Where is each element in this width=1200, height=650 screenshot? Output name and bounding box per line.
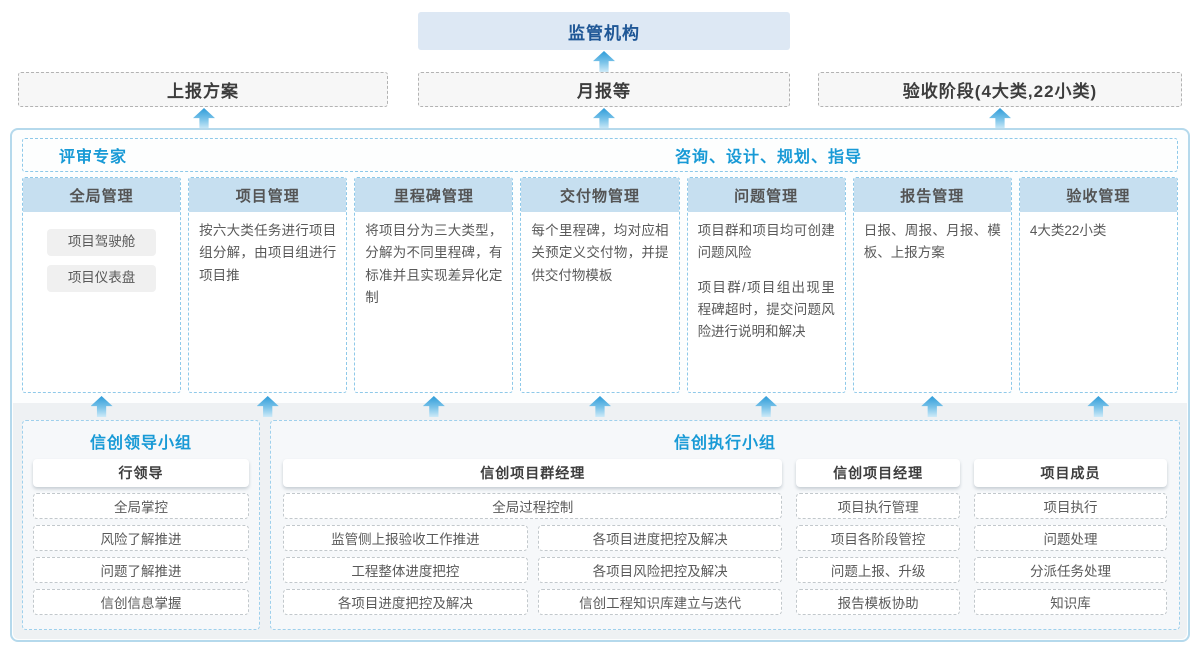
column-deliverable-mgmt: 交付物管理 每个里程碑，均对应相关预定义交付物，并提供交付物模板 bbox=[520, 177, 680, 393]
management-columns: 全局管理 项目驾驶舱 项目仪表盘 项目管理 按六大类任务进行项目组分解，由项目组… bbox=[22, 177, 1178, 393]
column-header: 报告管理 bbox=[853, 178, 1011, 212]
column-header: 里程碑管理 bbox=[355, 178, 513, 212]
up-arrow-icon bbox=[90, 396, 113, 417]
pgm-item: 各项目进度把控及解决 bbox=[537, 525, 783, 551]
up-arrow-icon bbox=[193, 108, 215, 129]
up-arrow-icon bbox=[422, 396, 445, 417]
column-body: 日报、周报、月报、模板、上报方案 bbox=[854, 212, 1011, 283]
column-body: 每个里程碑，均对应相关预定义交付物，并提供交付物模板 bbox=[521, 212, 678, 305]
consulting-label: 咨询、设计、规划、指导 bbox=[675, 149, 863, 166]
leadership-item: 风险了解推进 bbox=[33, 525, 249, 551]
platform-container: 评审专家 咨询、设计、规划、指导 全局管理 项目驾驶舱 项目仪表盘 项目管理 按… bbox=[10, 128, 1190, 642]
column-text: 每个里程碑，均对应相关预定义交付物，并提供交付物模板 bbox=[531, 223, 669, 283]
regulator-box: 监管机构 bbox=[418, 12, 790, 50]
column-issue-mgmt: 问题管理 项目群和项目均可创建问题风险 项目群/项目组出现里程碑超时，提交问题风… bbox=[686, 177, 846, 393]
pgm-item: 工程整体进度把控 bbox=[283, 557, 528, 583]
leadership-item: 全局掌控 bbox=[33, 493, 249, 519]
member-item: 项目执行 bbox=[973, 493, 1167, 519]
execution-group-title: 信创执行小组 bbox=[673, 435, 776, 452]
up-arrow-icon bbox=[588, 396, 611, 417]
column-header: 问题管理 bbox=[687, 178, 845, 212]
up-arrow-icon bbox=[256, 396, 279, 417]
chip-project-cockpit: 项目驾驶舱 bbox=[47, 229, 157, 256]
report-box-acceptance: 验收阶段(4大类,22小类) bbox=[818, 72, 1182, 107]
pm-item: 问题上报、升级 bbox=[796, 557, 960, 583]
report-label: 验收阶段(4大类,22小类) bbox=[902, 82, 1098, 101]
pgm-item: 信创工程知识库建立与迭代 bbox=[537, 589, 783, 615]
member-item: 问题处理 bbox=[973, 525, 1167, 551]
report-box-monthly: 月报等 bbox=[418, 72, 790, 107]
pgm-item: 监管侧上报验收工作推进 bbox=[283, 525, 528, 551]
report-label: 上报方案 bbox=[167, 82, 239, 101]
leadership-group-title: 信创领导小组 bbox=[89, 435, 192, 452]
member-item: 分派任务处理 bbox=[973, 557, 1167, 583]
column-report-mgmt: 报告管理 日报、周报、月报、模板、上报方案 bbox=[852, 177, 1012, 393]
column-milestone-mgmt: 里程碑管理 将项目分为三大类型，分解为不同里程碑，有标准并且实现差异化定制 bbox=[354, 177, 514, 393]
column-header: 交付物管理 bbox=[521, 178, 679, 212]
project-manager-column: 信创项目经理 项目执行管理 项目各阶段管控 问题上报、升级 报告模板协助 bbox=[796, 459, 960, 615]
up-arrow-icon bbox=[989, 108, 1011, 129]
role-bank-leader: 行领导 bbox=[33, 459, 249, 487]
column-text: 将项目分为三大类型，分解为不同里程碑，有标准并且实现差异化定制 bbox=[365, 223, 503, 305]
pgm-item: 各项目风险把控及解决 bbox=[537, 557, 783, 583]
role-project-member: 项目成员 bbox=[973, 459, 1167, 487]
program-manager-column: 信创项目群经理 全局过程控制 监管侧上报验收工作推进 各项目进度把控及解决 工程… bbox=[283, 459, 783, 615]
leadership-item: 信创信息掌握 bbox=[33, 589, 249, 615]
column-header: 全局管理 bbox=[23, 178, 181, 212]
up-arrow-icon bbox=[1087, 396, 1110, 417]
leadership-group: 信创领导小组 行领导 全局掌控 风险了解推进 问题了解推进 信创信息掌握 bbox=[22, 420, 260, 630]
chip-project-dashboard: 项目仪表盘 bbox=[47, 265, 157, 292]
column-text: 日报、周报、月报、模板、上报方案 bbox=[863, 223, 1001, 261]
column-body: 按六大类任务进行项目组分解，由项目组进行项目推 bbox=[189, 212, 346, 305]
review-experts-label: 评审专家 bbox=[59, 149, 128, 166]
pgm-item-full: 全局过程控制 bbox=[283, 493, 783, 519]
column-global-mgmt: 全局管理 项目驾驶舱 项目仪表盘 bbox=[22, 177, 182, 393]
up-arrow-icon bbox=[921, 396, 944, 417]
column-text: 项目群和项目均可创建问题风险 bbox=[697, 223, 835, 261]
column-body: 项目驾驶舱 项目仪表盘 bbox=[23, 212, 180, 298]
pm-item: 报告模板协助 bbox=[796, 589, 960, 615]
report-box-plan: 上报方案 bbox=[18, 72, 388, 107]
column-acceptance-mgmt: 验收管理 4大类22小类 bbox=[1018, 177, 1178, 393]
role-program-manager: 信创项目群经理 bbox=[283, 459, 783, 487]
member-item: 知识库 bbox=[973, 589, 1167, 615]
pgm-item: 各项目进度把控及解决 bbox=[283, 589, 528, 615]
pm-item: 项目各阶段管控 bbox=[796, 525, 960, 551]
column-header: 验收管理 bbox=[1019, 178, 1177, 212]
up-arrow-icon bbox=[593, 108, 615, 129]
project-member-column: 项目成员 项目执行 问题处理 分派任务处理 知识库 bbox=[973, 459, 1167, 615]
column-arrows bbox=[22, 396, 1178, 418]
column-text: 按六大类任务进行项目组分解，由项目组进行项目推 bbox=[199, 223, 337, 283]
column-body: 项目群和项目均可创建问题风险 项目群/项目组出现里程碑超时，提交问题风险进行说明… bbox=[688, 212, 845, 361]
column-body: 4大类22小类 bbox=[1020, 212, 1177, 260]
regulator-label: 监管机构 bbox=[568, 23, 640, 43]
up-arrow-icon bbox=[755, 396, 778, 417]
up-arrow-icon bbox=[593, 51, 615, 72]
column-header: 项目管理 bbox=[189, 178, 347, 212]
leadership-item: 问题了解推进 bbox=[33, 557, 249, 583]
execution-body: 信创项目群经理 全局过程控制 监管侧上报验收工作推进 各项目进度把控及解决 工程… bbox=[283, 459, 1167, 615]
column-body: 将项目分为三大类型，分解为不同里程碑，有标准并且实现差异化定制 bbox=[355, 212, 512, 327]
execution-group: 信创执行小组 信创项目群经理 全局过程控制 监管侧上报验收工作推进 各项目进度把… bbox=[270, 420, 1180, 630]
advisor-bar: 评审专家 咨询、设计、规划、指导 bbox=[22, 138, 1178, 172]
column-text: 4大类22小类 bbox=[1029, 223, 1107, 238]
column-project-mgmt: 项目管理 按六大类任务进行项目组分解，由项目组进行项目推 bbox=[188, 177, 348, 393]
role-project-manager: 信创项目经理 bbox=[796, 459, 960, 487]
report-label: 月报等 bbox=[577, 82, 631, 101]
pm-item: 项目执行管理 bbox=[796, 493, 960, 519]
column-text: 项目群/项目组出现里程碑超时，提交问题风险进行说明和解决 bbox=[697, 279, 835, 340]
